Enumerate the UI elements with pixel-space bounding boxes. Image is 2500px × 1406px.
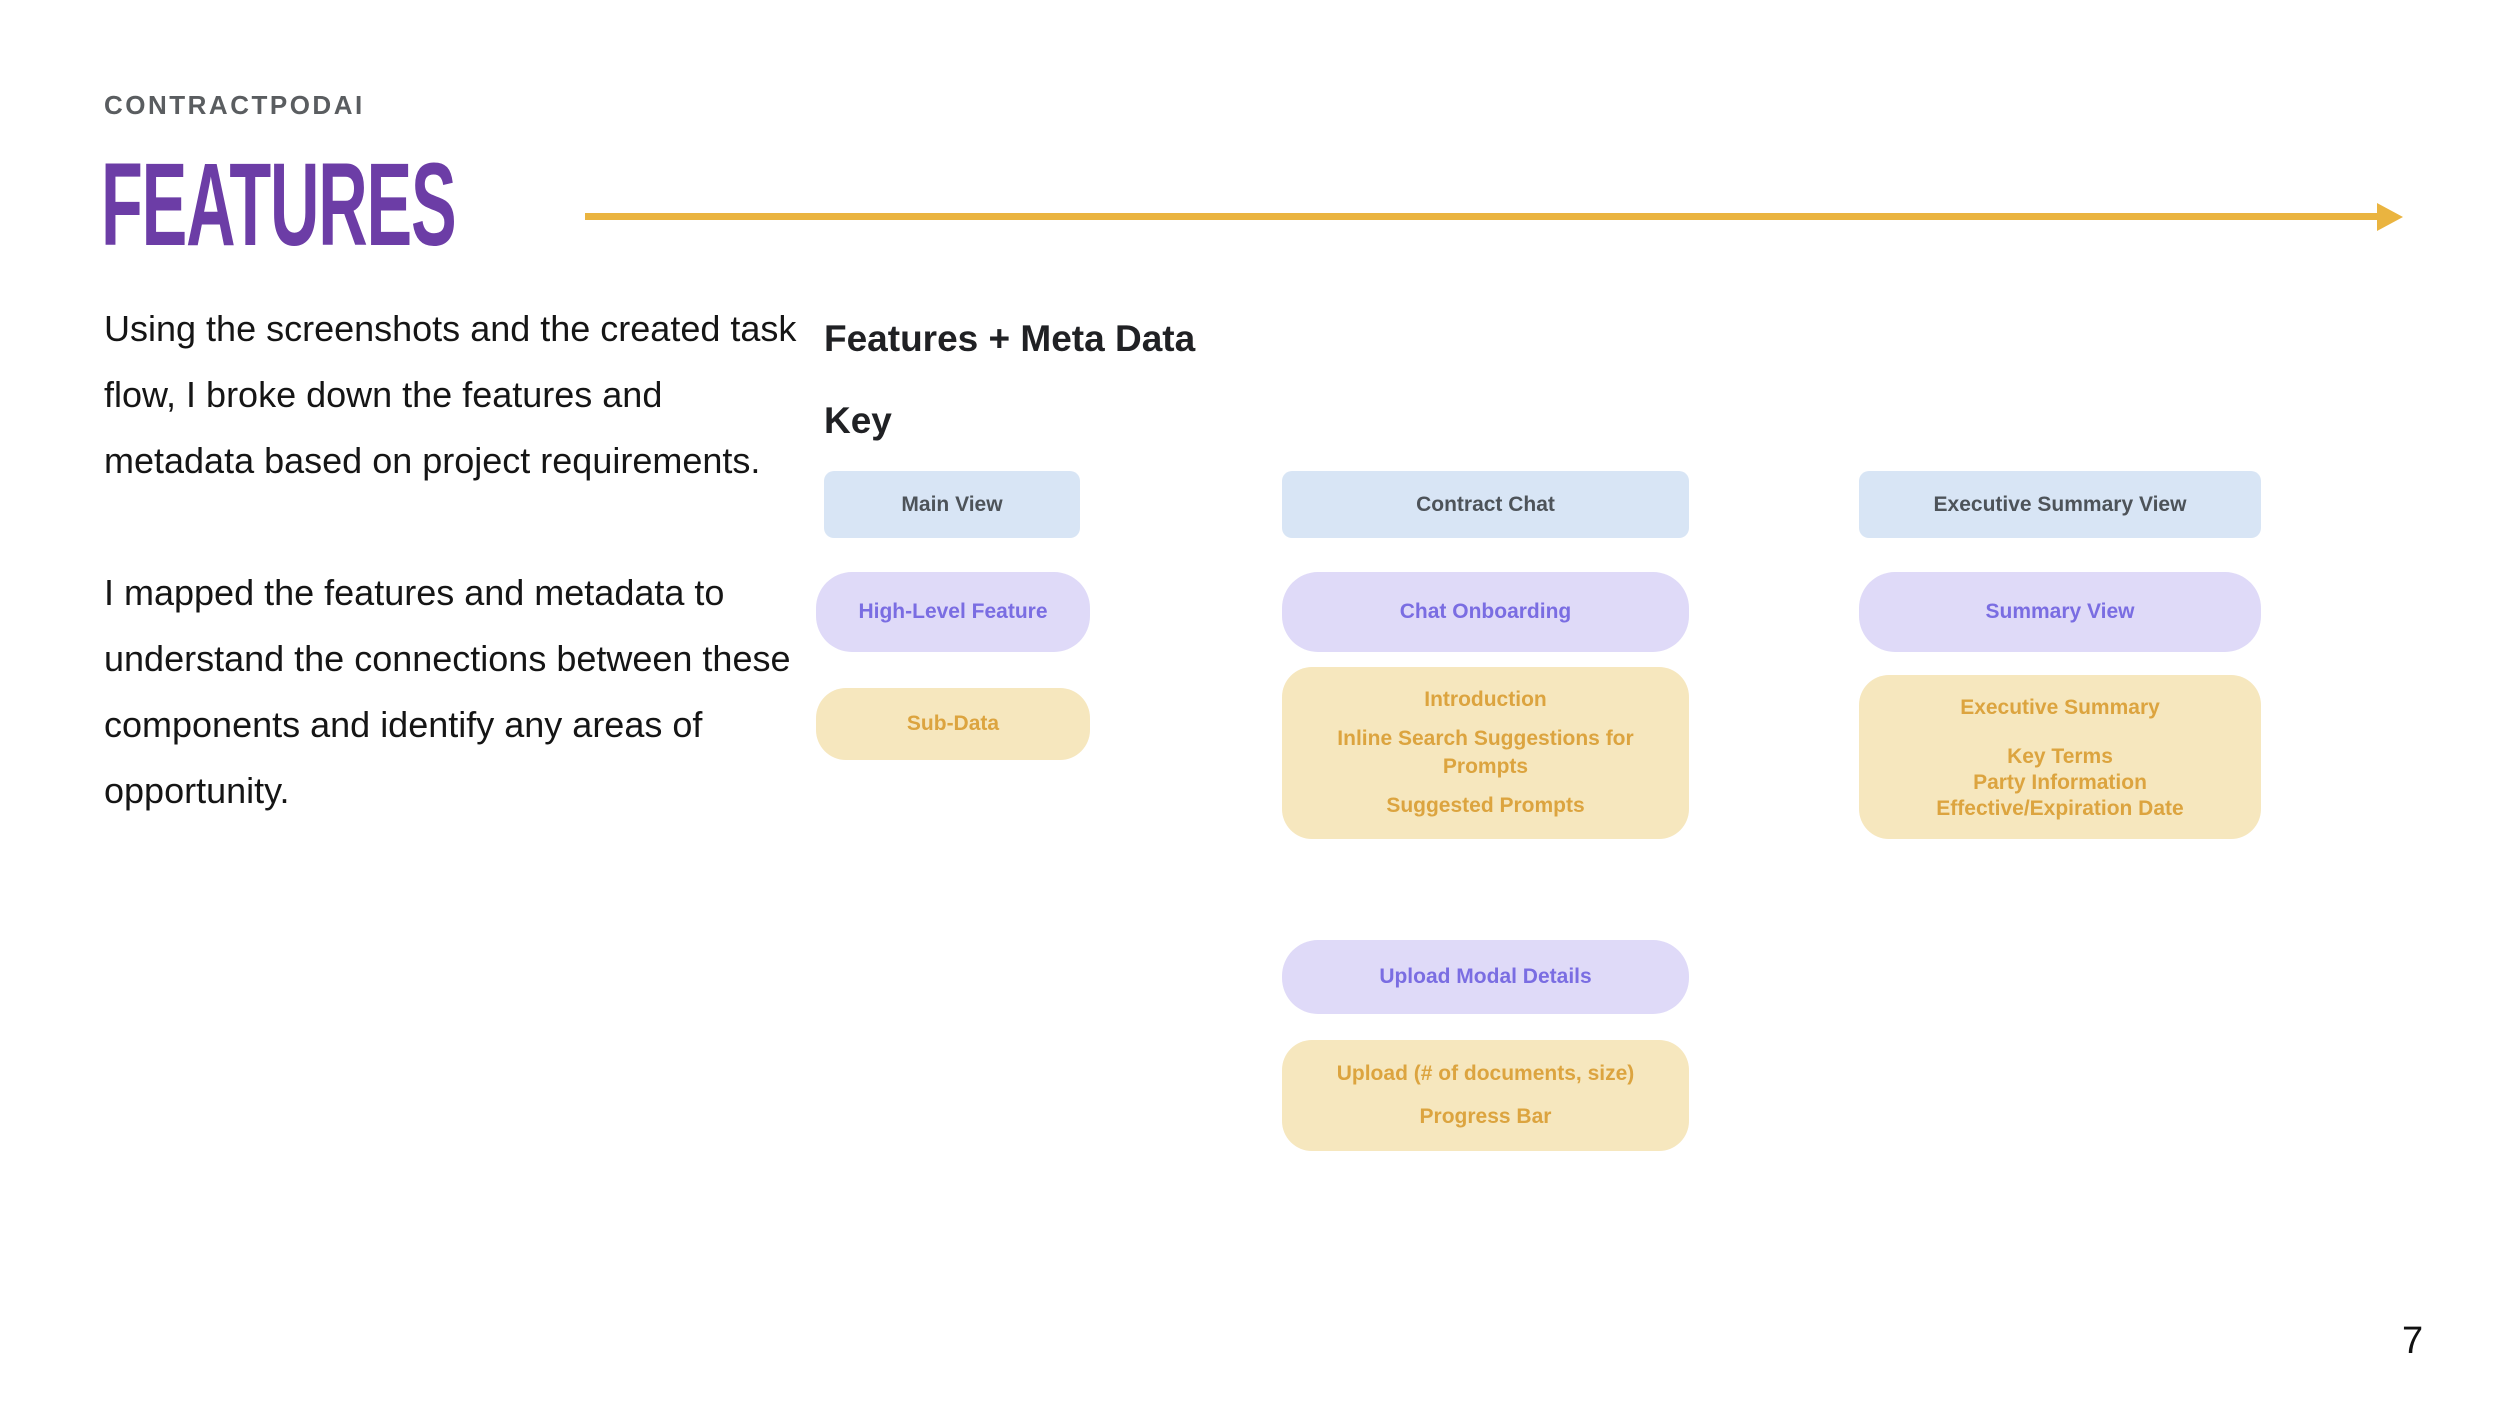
detail-title: Executive Summary <box>1960 696 2160 719</box>
box-upload-details: Upload (# of documents, size) Progress B… <box>1282 1040 1689 1151</box>
accent-arrow <box>585 203 2403 231</box>
page-title: FEATURES <box>101 139 457 271</box>
detail-line: Party Information <box>1973 771 2147 794</box>
diagram-key-label: Key <box>824 400 892 441</box>
arrow-head-icon <box>2377 203 2403 231</box>
detail-line: Upload (# of documents, size) <box>1336 1062 1635 1086</box>
box-upload-modal-details: Upload Modal Details <box>1282 940 1689 1014</box>
box-summary-view: Summary View <box>1859 572 2261 652</box>
detail-line: Effective/Expiration Date <box>1936 797 2184 820</box>
diagram-title: Features + Meta Data <box>824 318 1196 359</box>
box-executive-summary-view: Executive Summary View <box>1859 471 2261 538</box>
box-sub-data: Sub-Data <box>816 688 1090 760</box>
detail-line: Key Terms <box>2007 745 2113 768</box>
page-number: 7 <box>2402 1320 2424 1362</box>
box-contract-chat: Contract Chat <box>1282 471 1689 538</box>
intro-text-block: Using the screenshots and the created ta… <box>104 296 804 824</box>
box-high-level-feature: High-Level Feature <box>816 572 1090 652</box>
detail-line: Progress Bar <box>1419 1104 1552 1128</box>
detail-line: Suggested Prompts <box>1386 794 1585 817</box>
detail-line: Introduction <box>1424 688 1547 711</box>
box-main-view: Main View <box>824 471 1080 538</box>
intro-paragraph-1: Using the screenshots and the created ta… <box>104 308 797 481</box>
detail-line: Inline Search Suggestions for Prompts <box>1337 727 1634 778</box>
arrow-line <box>585 213 2379 220</box>
box-chat-onboarding: Chat Onboarding <box>1282 572 1689 652</box>
box-contract-chat-details: Introduction Inline Search Suggestions f… <box>1282 667 1689 839</box>
intro-paragraph-2: I mapped the features and metadata to un… <box>104 572 791 811</box>
box-executive-summary-details: Executive Summary Key Terms Party Inform… <box>1859 675 2261 839</box>
brand-label: CONTRACTPODAI <box>104 90 365 120</box>
detail-group: Key Terms Party Information Effective/Ex… <box>1936 744 2183 822</box>
